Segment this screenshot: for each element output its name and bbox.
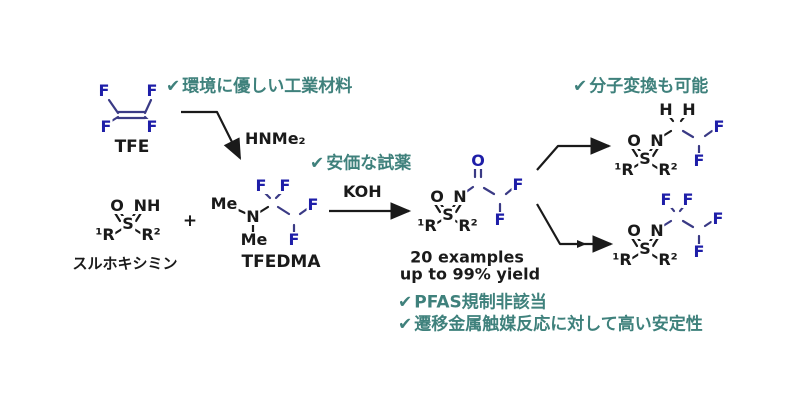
tfedma-f-topright: F — [278, 176, 292, 195]
sulfoximine-r2: R² — [140, 225, 162, 244]
tfedma-f-bottom: F — [287, 230, 301, 249]
checkmark-icon: ✔ — [398, 292, 413, 313]
note-cheap-reagent-text: 安価な試薬 — [326, 153, 412, 174]
tfe-f-topright: F — [145, 81, 159, 100]
note-pfas-exempt: ✔PFAS規制非該当 — [398, 288, 547, 313]
yield-text: up to 99% yield — [399, 264, 541, 284]
note-eco-friendly-text: 環境に優しい工業材料 — [182, 76, 353, 97]
fluoroalkyl-product-f-topright: F — [681, 190, 695, 209]
alkyl-product-h2: H — [681, 100, 697, 119]
fluoroalkyl-product-o: O — [626, 221, 642, 240]
fluoroalkyl-product-s: S — [638, 239, 652, 258]
acyl-product-f-bottom: F — [493, 210, 507, 229]
tfedma-f-topleft: F — [254, 176, 268, 195]
amine-addition-arrow — [181, 110, 241, 160]
tfedma-n: N — [245, 207, 261, 226]
upper-branch-arrow — [536, 137, 612, 171]
checkmark-icon: ✔ — [573, 76, 588, 97]
sulfoximine-label: スルホキシミン — [72, 254, 178, 273]
checkmark-icon: ✔ — [166, 76, 181, 97]
tfedma-label: TFEDMA — [241, 252, 321, 272]
alkyl-product-o: O — [626, 131, 642, 150]
amine-reagent-label: HNMe₂ — [245, 129, 306, 148]
acyl-product-carbonyl-o: O — [470, 151, 486, 170]
note-transformable-text: 分子変換も可能 — [589, 76, 709, 97]
note-metal-stability: ✔遷移金属触媒反応に対して高い安定性 — [398, 310, 703, 335]
acyl-product-o: O — [429, 187, 445, 206]
note-transformable: ✔分子変換も可能 — [573, 72, 708, 97]
note-eco-friendly: ✔環境に優しい工業材料 — [166, 72, 352, 97]
lower-branch-arrow — [536, 203, 614, 253]
alkyl-product-h1: H — [658, 100, 674, 119]
sulfoximine-o: O — [109, 196, 125, 215]
note-metal-stability-text: 遷移金属触媒反応に対して高い安定性 — [414, 314, 703, 335]
alkyl-product-f-right: F — [712, 117, 726, 136]
acyl-product-s: S — [441, 205, 455, 224]
base-reagent-label: KOH — [343, 182, 382, 201]
acyl-product-r1: ¹R — [416, 216, 438, 235]
alkyl-product-f-bottom: F — [692, 151, 706, 170]
checkmark-icon: ✔ — [310, 153, 325, 174]
note-cheap-reagent: ✔安価な試薬 — [310, 149, 411, 174]
acyl-product-r2: R² — [457, 216, 479, 235]
fluoroalkyl-product-f-right: F — [711, 209, 725, 228]
sulfoximine-r1: ¹R — [94, 225, 116, 244]
acyl-product-n: N — [452, 187, 468, 206]
fluoroalkyl-product-n: N — [649, 221, 665, 240]
tfe-f-bottomleft: F — [99, 117, 113, 136]
alkyl-product-r2: R² — [657, 160, 679, 179]
plus-sign: + — [182, 211, 198, 231]
note-pfas-exempt-text: PFAS規制非該当 — [414, 292, 547, 313]
alkyl-product-n: N — [649, 131, 665, 150]
alkyl-product-s: S — [638, 149, 652, 168]
acyl-product-f-right: F — [511, 175, 525, 194]
sulfoximine-s: S — [121, 214, 135, 233]
fluoroalkyl-product-skeleton — [629, 204, 713, 261]
tfe-f-bottomright: F — [145, 117, 159, 136]
tfe-label: TFE — [114, 137, 150, 157]
tfe-f-topleft: F — [97, 81, 111, 100]
examples-count: 20 examples — [410, 247, 524, 267]
fluoroalkyl-product-f-topleft: F — [659, 190, 673, 209]
tfedma-me-top: Me — [209, 194, 239, 213]
tfedma-me-bottom: Me — [239, 230, 269, 249]
tfedma-f-right: F — [306, 195, 320, 214]
sulfoximine-nh: NH — [132, 196, 162, 215]
lower-branch-midpoint-arrowhead — [577, 240, 587, 248]
checkmark-icon: ✔ — [398, 314, 413, 335]
fluoroalkyl-product-r1: ¹R — [611, 250, 633, 269]
fluoroalkyl-product-r2: R² — [657, 250, 679, 269]
fluoroalkyl-product-f-bottom: F — [692, 242, 706, 261]
alkyl-product-r1: ¹R — [613, 160, 635, 179]
